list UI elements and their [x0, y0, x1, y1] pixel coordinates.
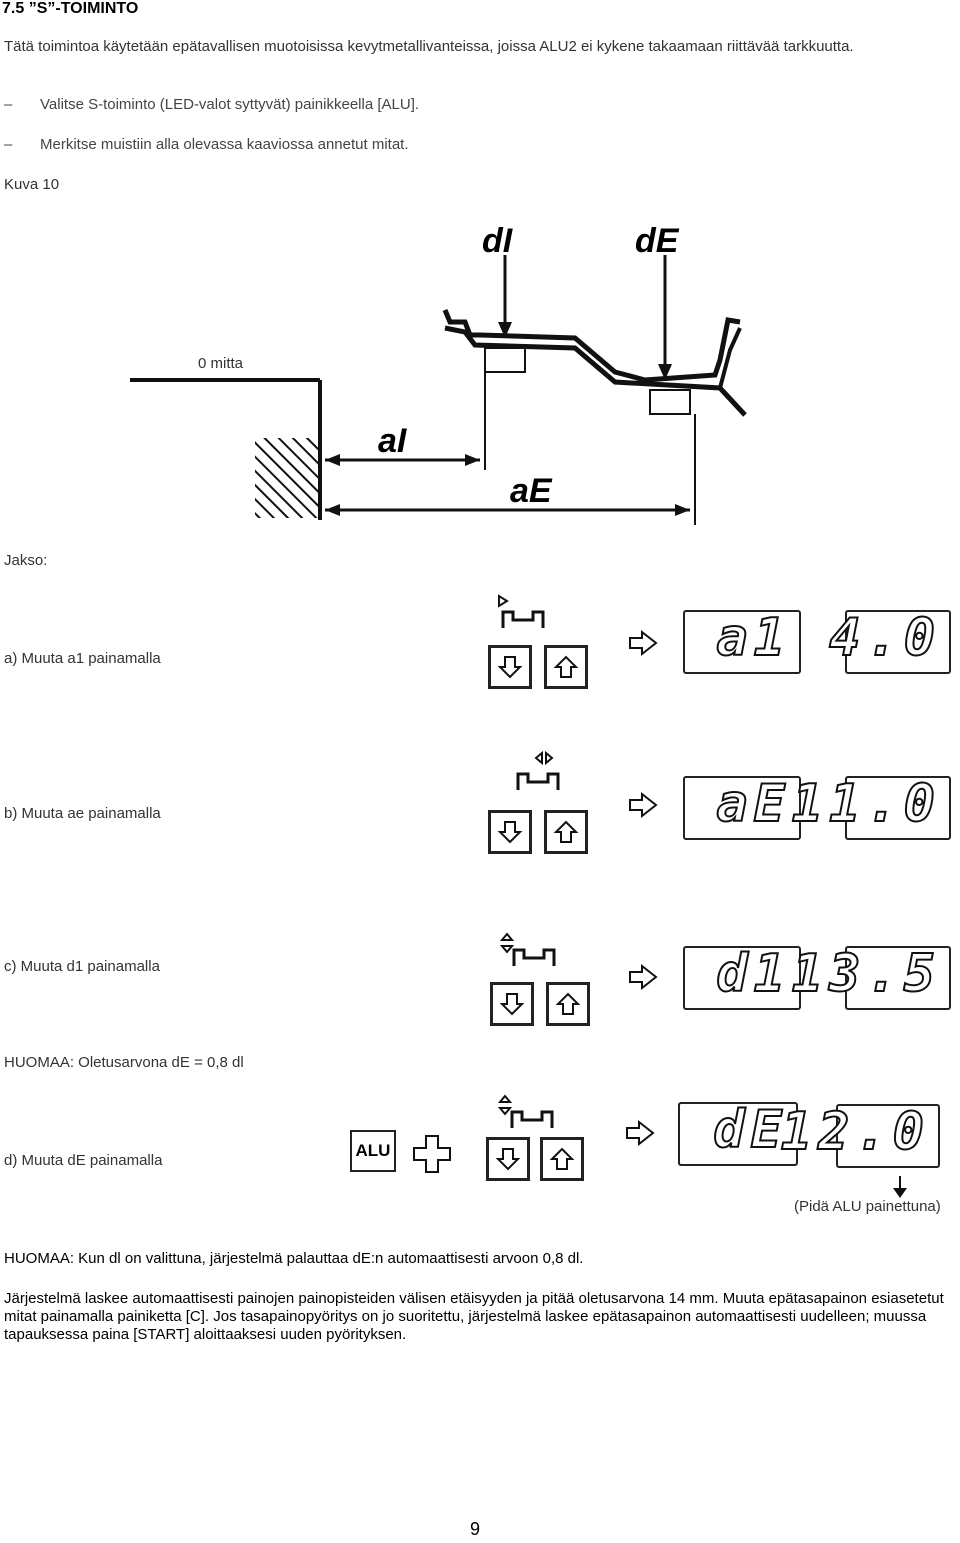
- rim-icon: [498, 594, 545, 628]
- zero-label: 0 mitta: [198, 355, 244, 372]
- bullet-text: Valitse S-toiminto (LED-valot syttyvät) …: [40, 96, 420, 113]
- page-number: 9: [470, 1519, 481, 1539]
- intro-paragraph: Tätä toimintoa käytetään epätavallisen m…: [4, 38, 854, 55]
- down-arrow-button[interactable]: [486, 1137, 530, 1181]
- sequence-label: Jakso:: [4, 552, 48, 569]
- right-arrow-icon: [626, 1119, 655, 1147]
- section-heading: 7.5 ”S”-TOIMINTO: [2, 0, 139, 17]
- note-default: HUOMAA: Oletusarvona dE = 0,8 dl: [4, 1054, 244, 1071]
- aE-label: aE: [510, 472, 553, 510]
- rim-icon: [516, 750, 560, 790]
- step-d-text: d) Muuta dE painamalla: [4, 1152, 163, 1169]
- step-b-text: b) Muuta ae painamalla: [4, 805, 161, 822]
- step-a-text: a) Muuta a1 painamalla: [4, 650, 161, 667]
- display-right: 12.0: [780, 1101, 940, 1168]
- hold-note: (Pidä ALU painettuna): [794, 1198, 941, 1215]
- down-arrow-button[interactable]: [488, 645, 532, 689]
- bullet-dash: –: [4, 136, 13, 153]
- display-left: a1: [683, 607, 801, 674]
- alu-button[interactable]: ALU: [350, 1130, 396, 1172]
- bullet-dash: –: [4, 96, 13, 113]
- figure-caption: Kuva 10: [4, 176, 60, 193]
- up-arrow-button[interactable]: [546, 982, 590, 1026]
- dI-label: dI: [482, 222, 514, 260]
- display-left: d1: [683, 943, 801, 1010]
- plus-icon: [413, 1135, 451, 1173]
- dE-label: dE: [635, 222, 680, 260]
- aI-label: aI: [378, 422, 408, 460]
- up-arrow-button[interactable]: [540, 1137, 584, 1181]
- final-paragraph: Järjestelmä laskee automaattisesti paino…: [4, 1290, 944, 1343]
- display-right: 4.0: [828, 607, 951, 674]
- right-arrow-icon: [629, 963, 658, 991]
- bullet-item: – Merkitse muistiin alla olevassa kaavio…: [4, 136, 604, 156]
- display-left: aE: [683, 773, 801, 840]
- bullet-text: Merkitse muistiin alla olevassa kaavioss…: [40, 136, 409, 153]
- step-c-text: c) Muuta d1 painamalla: [4, 958, 160, 975]
- right-arrow-icon: [629, 791, 658, 819]
- display-right: 11.0: [791, 773, 951, 840]
- display-left: dE: [678, 1099, 798, 1166]
- rim-profile: [442, 309, 741, 383]
- down-arrow-button[interactable]: [488, 810, 532, 854]
- up-arrow-button[interactable]: [544, 645, 588, 689]
- down-pointer-icon: [893, 1176, 907, 1198]
- rim-icon: [499, 932, 556, 966]
- up-arrow-button[interactable]: [544, 810, 588, 854]
- note-reset: HUOMAA: Kun dl on valittuna, järjestelmä…: [4, 1250, 584, 1267]
- hatched-block: [255, 438, 320, 518]
- bullet-item: – Valitse S-toiminto (LED-valot syttyvät…: [4, 96, 604, 116]
- rim-diagram: dI dE 0 mitta aI aE: [130, 222, 747, 525]
- rim-icon: [497, 1094, 554, 1128]
- display-right: 13.5: [791, 943, 951, 1010]
- down-arrow-button[interactable]: [490, 982, 534, 1026]
- right-arrow-icon: [629, 629, 658, 657]
